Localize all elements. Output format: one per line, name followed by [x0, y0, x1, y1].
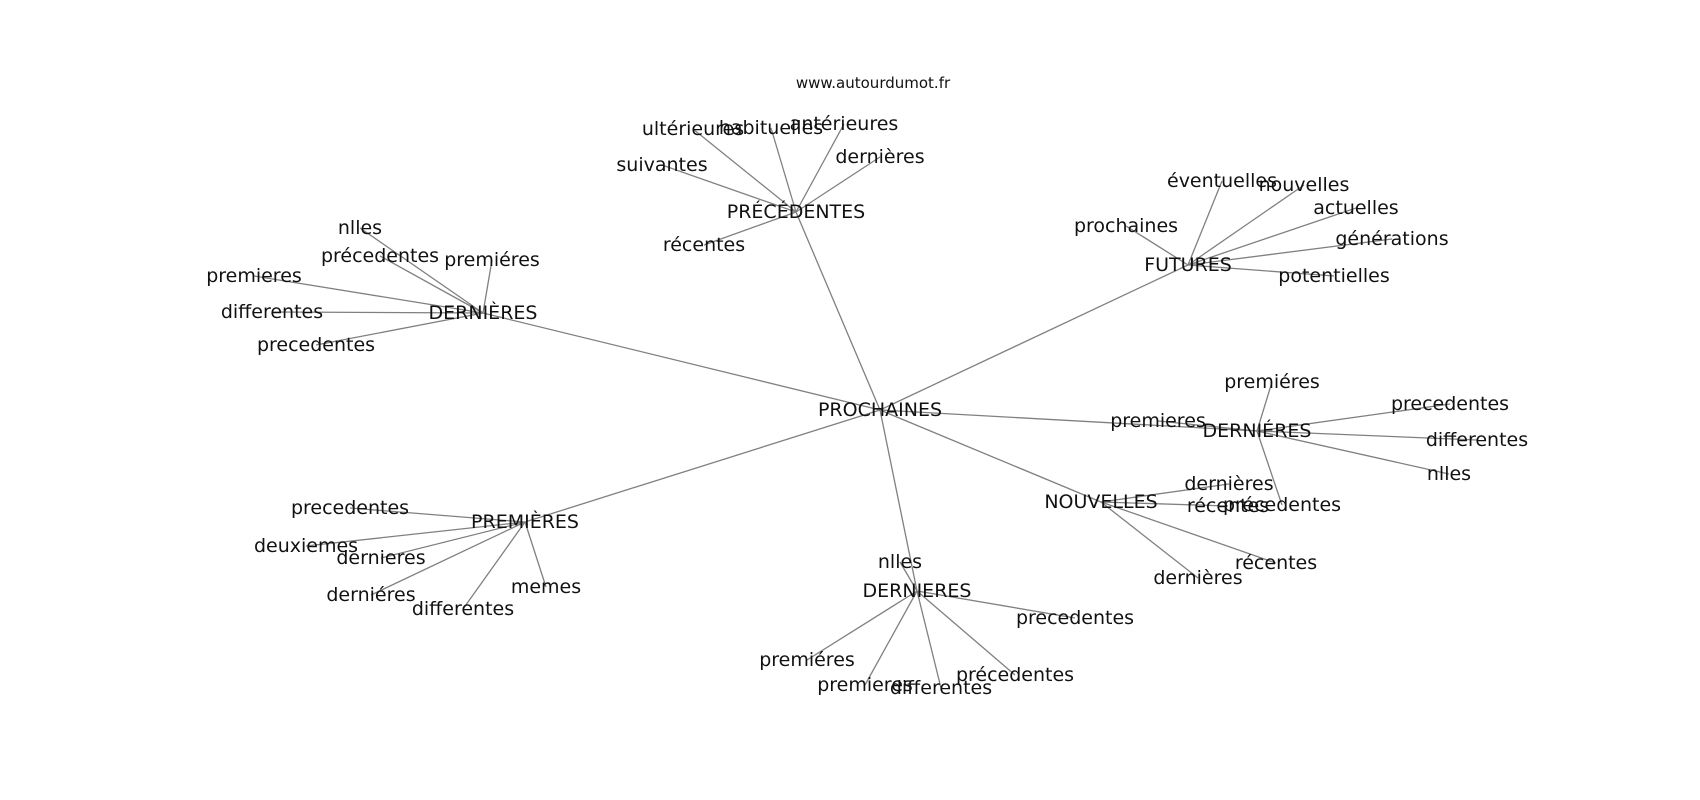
edge-g-dernieres-c-leaf-2	[806, 590, 918, 661]
edge-g-dernieres-b-leaf-2	[1256, 430, 1478, 441]
edge-root-g-dernieres-b	[879, 409, 1258, 432]
node-g-dernieres-b-leaf-5[interactable]: précedentes	[1223, 494, 1341, 516]
node-g-futures[interactable]: FUTURES	[1144, 254, 1232, 276]
graph-labels: PROCHAINES PRÉCÉDENTES ultérieureshabituel…	[206, 113, 1528, 699]
edge-g-nouvelles-leaf-3	[1100, 501, 1277, 564]
edge-g-premieres-leaf-5	[524, 521, 547, 588]
node-g-dernieres-a-leaf-2[interactable]: premiéres	[444, 249, 540, 271]
node-g-futures-leaf-4[interactable]: prochaines	[1074, 215, 1178, 237]
node-g-premieres-leaf-0[interactable]: precedentes	[291, 497, 409, 519]
edge-g-dernieres-b-leaf-1	[1256, 403, 1451, 432]
node-g-dernieres-b-leaf-1[interactable]: precedentes	[1391, 393, 1509, 415]
node-g-dernieres-c-leaf-0[interactable]: nlles	[878, 551, 922, 573]
node-g-precedentes-leaf-1[interactable]: habituelles	[719, 117, 823, 139]
edge-g-futures-leaf-0	[1187, 180, 1223, 266]
node-g-futures-leaf-5[interactable]: potentielles	[1278, 265, 1389, 287]
edge-g-dernieres-a-leaf-0	[359, 227, 484, 314]
node-g-dernieres-c-leaf-4[interactable]: differentes	[890, 677, 992, 699]
node-g-nouvelles[interactable]: NOUVELLES	[1044, 491, 1157, 513]
edge-g-premieres-leaf-3	[370, 521, 526, 596]
node-g-nouvelles-leaf-0[interactable]: dernières	[1184, 473, 1273, 495]
edge-g-dernieres-b-leaf-3	[1256, 430, 1450, 475]
edge-g-dernieres-a-leaf-2	[482, 259, 493, 314]
edge-root-g-dernieres-a	[482, 312, 881, 411]
node-g-precedentes-leaf-4[interactable]: suivantes	[616, 154, 707, 176]
edge-g-dernieres-c-leaf-1	[916, 590, 1076, 619]
edge-root-g-futures	[879, 264, 1189, 411]
edge-g-premieres-leaf-0	[349, 507, 526, 523]
edge-root-g-nouvelles	[879, 409, 1102, 503]
node-g-premieres-leaf-1[interactable]: deuxiemes	[254, 535, 358, 557]
node-g-dernieres-a-leaf-1[interactable]: précedentes	[321, 245, 439, 267]
node-g-dernieres-c-leaf-1[interactable]: precedentes	[1016, 607, 1134, 629]
edge-g-dernieres-c-leaf-4	[916, 590, 942, 689]
node-g-dernieres-b-leaf-0[interactable]: premiéres	[1224, 371, 1320, 393]
node-g-premieres[interactable]: PREMIÈRES	[471, 510, 579, 533]
node-g-dernieres-a-leaf-4[interactable]: differentes	[221, 301, 323, 323]
edge-g-futures-leaf-5	[1187, 264, 1335, 277]
edge-root-g-dernieres-c	[879, 409, 918, 592]
node-g-futures-leaf-0[interactable]: éventuelles	[1167, 170, 1277, 192]
edge-g-premieres-leaf-2	[380, 521, 526, 559]
edge-g-precedentes-leaf-3	[795, 156, 881, 213]
edge-g-dernieres-b-leaf-5	[1256, 430, 1283, 506]
node-g-nouvelles-leaf-2[interactable]: dernières	[1153, 567, 1242, 589]
node-g-dernieres-a[interactable]: DERNIÈRES	[429, 301, 538, 324]
edge-g-dernieres-a-leaf-5	[315, 312, 484, 346]
edge-g-dernieres-b-leaf-4	[1157, 420, 1258, 432]
edge-g-futures-leaf-3	[1187, 238, 1393, 266]
graph-edges	[253, 123, 1478, 689]
edge-g-precedentes-leaf-4	[661, 164, 797, 213]
edge-g-premieres-leaf-1	[305, 521, 526, 547]
edge-g-precedentes-leaf-0	[692, 128, 797, 213]
edge-g-dernieres-c-leaf-5	[916, 590, 1016, 676]
edge-g-dernieres-c-leaf-0	[899, 561, 918, 592]
edge-g-nouvelles-leaf-0	[1100, 483, 1230, 503]
edge-g-precedentes-leaf-1	[770, 127, 797, 213]
node-g-dernieres-b-leaf-3[interactable]: nlles	[1427, 463, 1471, 485]
node-g-dernieres-c-leaf-2[interactable]: premiéres	[759, 649, 855, 671]
edge-g-premieres-leaf-4	[462, 521, 526, 610]
node-g-dernieres-b-leaf-4[interactable]: premieres	[1110, 410, 1206, 432]
site-label[interactable]: www.autourdumot.fr	[796, 74, 951, 92]
node-g-dernieres-c-leaf-3[interactable]: premieres	[817, 674, 913, 696]
edge-g-dernieres-a-leaf-1	[379, 255, 484, 314]
edge-g-dernieres-b-leaf-0	[1256, 381, 1273, 432]
edge-g-precedentes-leaf-2	[795, 123, 845, 213]
node-root-prochaines[interactable]: PROCHAINES	[818, 399, 942, 421]
node-g-futures-leaf-1[interactable]: nouvelles	[1259, 174, 1350, 196]
node-g-premieres-leaf-3[interactable]: derniéres	[326, 584, 415, 606]
node-g-precedentes-leaf-5[interactable]: récentes	[663, 234, 745, 256]
node-g-precedentes-leaf-0[interactable]: ultérieures	[642, 118, 744, 140]
edge-g-dernieres-a-leaf-3	[253, 275, 484, 314]
node-g-futures-leaf-3[interactable]: générations	[1335, 228, 1448, 250]
node-g-nouvelles-leaf-3[interactable]: récentes	[1235, 552, 1317, 574]
node-g-precedentes[interactable]: PRÉCÉDENTES	[727, 200, 865, 223]
edge-g-nouvelles-leaf-1	[1100, 501, 1229, 507]
node-g-dernieres-c[interactable]: DERNIERES	[863, 580, 972, 602]
node-g-nouvelles-leaf-1[interactable]: récentes	[1187, 495, 1269, 517]
node-g-dernieres-a-leaf-3[interactable]: premieres	[206, 265, 302, 287]
edge-g-dernieres-c-leaf-3	[864, 590, 918, 686]
node-g-dernieres-a-leaf-5[interactable]: precedentes	[257, 334, 375, 356]
node-g-premieres-leaf-2[interactable]: dernieres	[336, 547, 425, 569]
node-g-dernieres-c-leaf-5[interactable]: précedentes	[956, 664, 1074, 686]
node-g-precedentes-leaf-3[interactable]: dernières	[835, 146, 924, 168]
node-g-futures-leaf-2[interactable]: actuelles	[1313, 197, 1398, 219]
edge-root-g-precedentes	[795, 211, 881, 411]
node-g-premieres-leaf-5[interactable]: memes	[511, 576, 581, 598]
node-g-dernieres-b-leaf-2[interactable]: differentes	[1426, 429, 1528, 451]
edge-g-nouvelles-leaf-2	[1100, 501, 1199, 579]
node-g-precedentes-leaf-2[interactable]: antérieures	[790, 113, 899, 135]
edge-g-dernieres-a-leaf-4	[271, 311, 484, 314]
edge-g-futures-leaf-4	[1125, 225, 1189, 266]
edge-g-futures-leaf-1	[1187, 184, 1305, 266]
node-g-dernieres-b[interactable]: DERNIÉRES	[1203, 419, 1312, 442]
edge-root-g-premieres	[524, 409, 881, 523]
edge-g-precedentes-leaf-5	[703, 211, 797, 246]
edge-g-futures-leaf-2	[1187, 207, 1357, 266]
node-g-premieres-leaf-4[interactable]: differentes	[412, 598, 514, 620]
node-g-dernieres-a-leaf-0[interactable]: nlles	[338, 217, 382, 239]
